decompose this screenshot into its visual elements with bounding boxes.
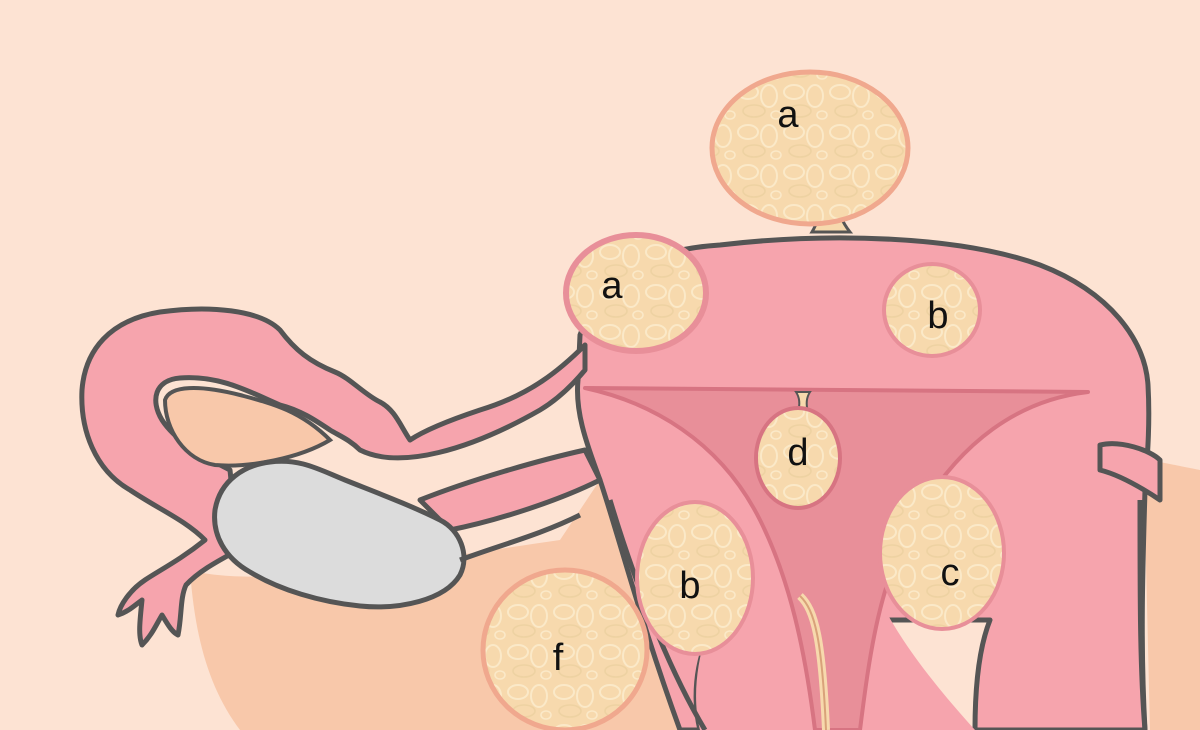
left-fallopian-tube: [79, 306, 588, 648]
label-f: f: [553, 637, 564, 679]
uterine-cavity: [583, 386, 1090, 730]
fibroid-f: [480, 567, 650, 730]
ovarian-ligament: [417, 447, 603, 533]
fibroid-b-lower: [635, 500, 755, 656]
fibroid-a-subserosal: [563, 232, 709, 354]
ovary-ligament: [459, 512, 582, 563]
tube-lumen: [162, 386, 334, 468]
fibroid-c: [878, 475, 1006, 631]
label-a-left: a: [601, 265, 623, 307]
fibroid-a-pedunculated: [709, 69, 911, 227]
label-a-top: a: [777, 94, 799, 136]
fibroid-d: [754, 406, 842, 510]
label-d: d: [787, 432, 808, 474]
label-c: c: [941, 552, 960, 594]
label-b-lower: b: [679, 565, 700, 607]
label-b-upper: b: [927, 295, 948, 337]
right-pelvic-region: [1100, 450, 1200, 730]
ovary: [212, 458, 467, 610]
right-tube-stub: [1097, 441, 1163, 503]
cervix-outline-right: [1137, 499, 1148, 730]
fibroid-b-upper: [882, 262, 982, 358]
